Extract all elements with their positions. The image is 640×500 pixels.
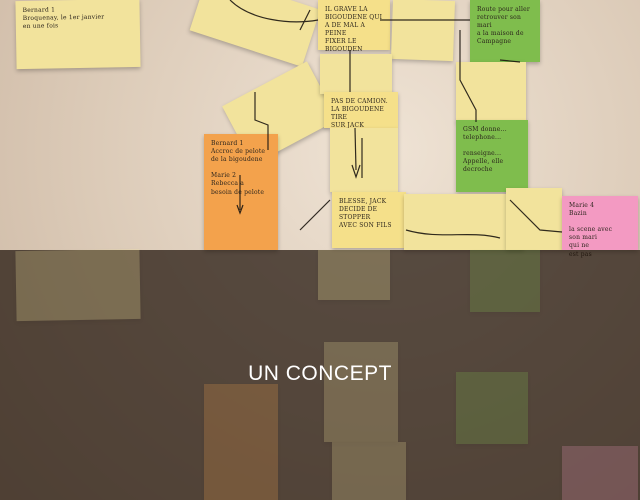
sticky-note-dim-center [324,342,398,442]
sticky-note-center-blank [330,128,398,192]
sticky-note-dim-green-top [470,250,540,312]
caption-title: UN CONCEPT [248,362,392,385]
sticky-note-top-right-blank [390,0,456,62]
sticky-note-right-blank [456,62,526,122]
sticky-note-dim-left [15,248,141,322]
sticky-note-top-mid: IL GRAVE LA BIGOUDENE QUI A DE MAL A PEI… [318,0,390,53]
sticky-note-top-left: Bernard 1 Broquenay, le 1er janvier en u… [15,0,141,70]
sticky-note-bottom-right-blank [404,194,524,250]
sticky-note-mid-center: PAS DE CAMION. LA BIGOUDENE TIRE SUR JAC… [324,92,398,129]
sticky-note-lower-center: BLESSE, JACK DECIDE DE STOPPER AVEC SON … [332,192,406,248]
sticky-note-pink: Marie 4 Bazin la scene avec son mari qui… [562,196,638,258]
sticky-note-dim-top-mid [318,250,390,300]
dark-overlay [0,250,640,500]
sticky-note-dim-pink [562,446,638,500]
sticky-note-mid-blank [320,54,392,94]
sticky-note-dim-green-mid [456,372,528,444]
sticky-note-orange: Bernard 1 Accroc de pelote de la bigoude… [204,134,278,250]
sticky-note-bottom-right-2 [506,188,562,250]
sticky-note-green-top: Route pour aller retrouver son mari a la… [470,0,540,62]
sticky-note-dim-lower-center [332,442,406,500]
sticky-note-green-mid: GSM donne... telephone... renseigne... A… [456,120,528,192]
sticky-note-dim-orange [204,384,278,500]
